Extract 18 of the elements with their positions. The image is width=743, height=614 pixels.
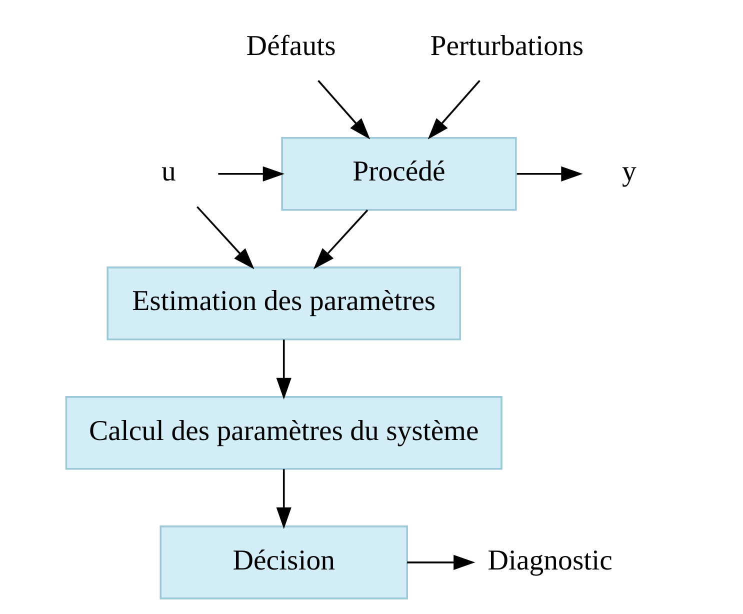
- node-box: Calcul des paramètres du système: [64, 396, 502, 470]
- arrow: [276, 469, 291, 529]
- arrow: [312, 209, 368, 270]
- arrow: [218, 166, 284, 182]
- arrow: [196, 206, 254, 270]
- node-box: Estimation des paramètres: [106, 266, 461, 340]
- arrow: [276, 340, 291, 400]
- node-box: Procédé: [280, 137, 516, 211]
- node-text: Diagnostic: [487, 544, 612, 576]
- arrow: [317, 80, 370, 140]
- node-text: y: [622, 156, 636, 188]
- node-text: Perturbations: [430, 30, 584, 62]
- arrow: [406, 554, 475, 570]
- node-text: u: [161, 156, 176, 188]
- arrow: [516, 166, 582, 182]
- node-box: Décision: [159, 526, 408, 600]
- arrow: [427, 80, 480, 140]
- node-text: Défauts: [246, 30, 336, 62]
